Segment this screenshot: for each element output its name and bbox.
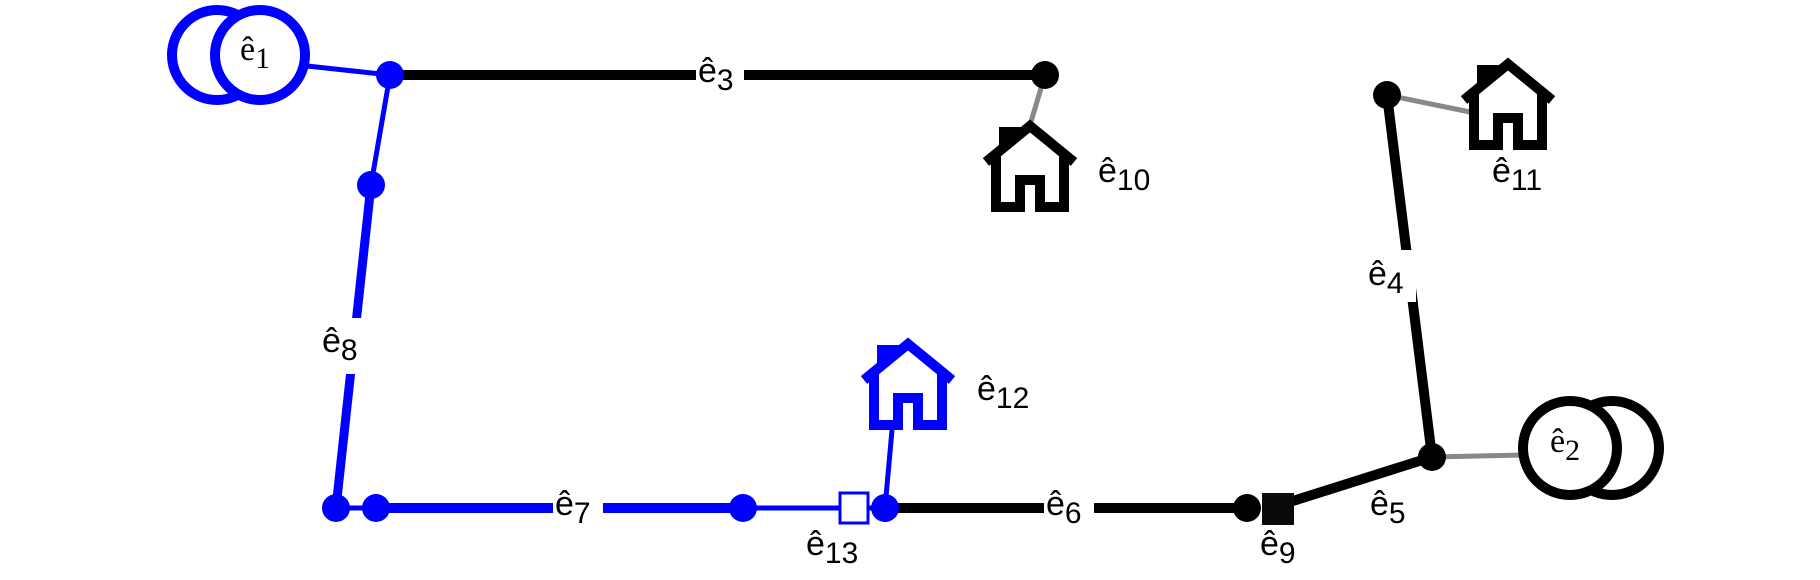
junction-node[interactable] xyxy=(357,171,385,199)
label-e13: ê13 xyxy=(806,525,858,570)
junction-node[interactable] xyxy=(1233,494,1261,522)
label-e4: ê4 xyxy=(1368,255,1404,300)
label-e7: ê7 xyxy=(555,485,591,530)
junction-node[interactable] xyxy=(729,494,757,522)
label-e8: ê8 xyxy=(322,322,358,367)
label-e1: ê1 xyxy=(240,31,270,75)
junction-node[interactable] xyxy=(362,494,390,522)
junction-node[interactable] xyxy=(1418,443,1446,471)
house-icon xyxy=(860,337,956,430)
load-e10[interactable] xyxy=(982,119,1078,212)
switch-e9-closed[interactable] xyxy=(1262,493,1294,525)
junction-node[interactable] xyxy=(376,61,404,89)
source-e2[interactable]: ê2 xyxy=(1518,396,1664,500)
e11-connector-line xyxy=(1386,92,1471,115)
switch-e13-open[interactable] xyxy=(838,491,870,525)
label-e12: ê12 xyxy=(977,370,1029,415)
e2-connector-line xyxy=(1431,452,1526,460)
edge-e8-upper[interactable] xyxy=(368,74,393,186)
source-e1[interactable]: ê1 xyxy=(167,5,310,105)
junction-node[interactable] xyxy=(1373,81,1401,109)
house-icon xyxy=(982,119,1078,212)
source-e2-front-circle xyxy=(1518,396,1622,500)
source-e1-front-circle xyxy=(210,5,310,105)
label-e2: ê2 xyxy=(1550,423,1580,467)
label-e6: ê6 xyxy=(1046,485,1082,530)
junction-node[interactable] xyxy=(322,494,350,522)
e1-connector-line xyxy=(297,62,391,78)
load-e11[interactable] xyxy=(1460,57,1556,150)
label-e9: ê9 xyxy=(1260,525,1296,570)
junction-node[interactable] xyxy=(1031,61,1059,89)
label-e11: ê11 xyxy=(1492,152,1542,197)
junction-node[interactable] xyxy=(871,494,899,522)
label-e10: ê10 xyxy=(1098,152,1150,197)
load-e12[interactable] xyxy=(860,337,956,430)
edge-e5[interactable] xyxy=(1275,452,1434,511)
label-e5: ê5 xyxy=(1370,485,1406,530)
house-icon xyxy=(1460,57,1556,150)
label-e3: ê3 xyxy=(698,52,734,97)
